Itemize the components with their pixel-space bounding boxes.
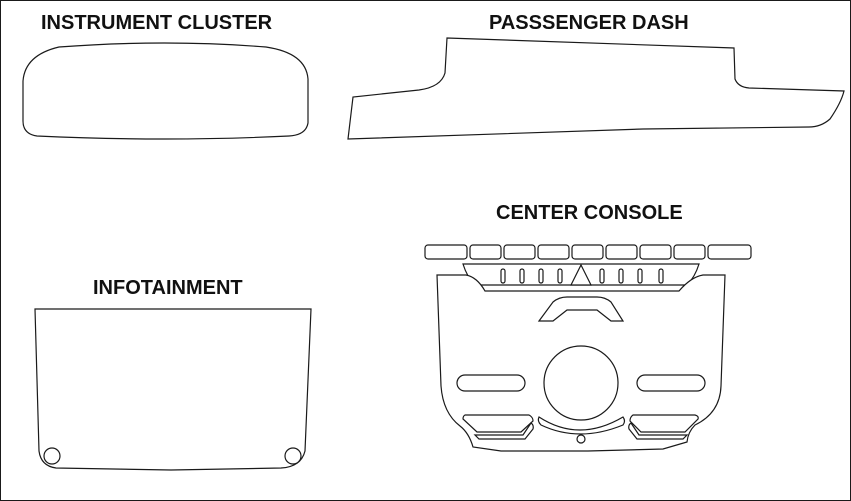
console-button[interactable] xyxy=(639,244,672,260)
passenger-dash-label: PASSSENGER DASH xyxy=(489,12,689,34)
console-button[interactable] xyxy=(424,244,468,260)
vent-slot[interactable] xyxy=(658,268,664,284)
vent-slot[interactable] xyxy=(557,268,563,284)
console-vent-slots xyxy=(500,268,664,284)
console-bottom-hole[interactable] xyxy=(576,434,586,444)
console-button[interactable] xyxy=(571,244,604,260)
console-button[interactable] xyxy=(673,244,706,260)
passenger-dash-outline[interactable] xyxy=(347,37,845,140)
instrument-cluster-outline[interactable] xyxy=(22,42,309,140)
vent-slot[interactable] xyxy=(519,268,525,284)
console-control-knob[interactable] xyxy=(543,345,619,421)
vent-slot[interactable] xyxy=(637,268,643,284)
console-lower-right-slot[interactable] xyxy=(629,414,699,433)
console-lower-left-slot[interactable] xyxy=(462,414,534,433)
infotainment-right-mount-hole[interactable] xyxy=(284,447,302,465)
console-right-pill[interactable] xyxy=(636,374,706,392)
infotainment-left-mount-hole[interactable] xyxy=(43,447,61,465)
infotainment-label: INFOTAINMENT xyxy=(93,277,243,299)
vent-slot[interactable] xyxy=(599,268,605,284)
vent-slot[interactable] xyxy=(618,268,624,284)
console-button[interactable] xyxy=(707,244,752,260)
instrument-cluster-label: INSTRUMENT CLUSTER xyxy=(41,12,273,34)
center-console-label: CENTER CONSOLE xyxy=(496,202,683,224)
console-button[interactable] xyxy=(605,244,638,260)
console-button[interactable] xyxy=(469,244,502,260)
console-bottom-left-slot[interactable] xyxy=(473,422,534,440)
console-knob-arc[interactable] xyxy=(537,416,626,435)
vent-slot[interactable] xyxy=(538,268,544,284)
infotainment-outline[interactable] xyxy=(34,308,312,471)
console-button-strip xyxy=(424,244,752,260)
console-button[interactable] xyxy=(537,244,570,260)
console-button[interactable] xyxy=(503,244,536,260)
console-bottom-right-slot[interactable] xyxy=(628,422,689,440)
hazard-triangle-icon[interactable] xyxy=(570,263,592,286)
console-left-pill[interactable] xyxy=(456,374,526,392)
vent-slot[interactable] xyxy=(500,268,506,284)
console-chevron-trim[interactable] xyxy=(537,296,625,322)
